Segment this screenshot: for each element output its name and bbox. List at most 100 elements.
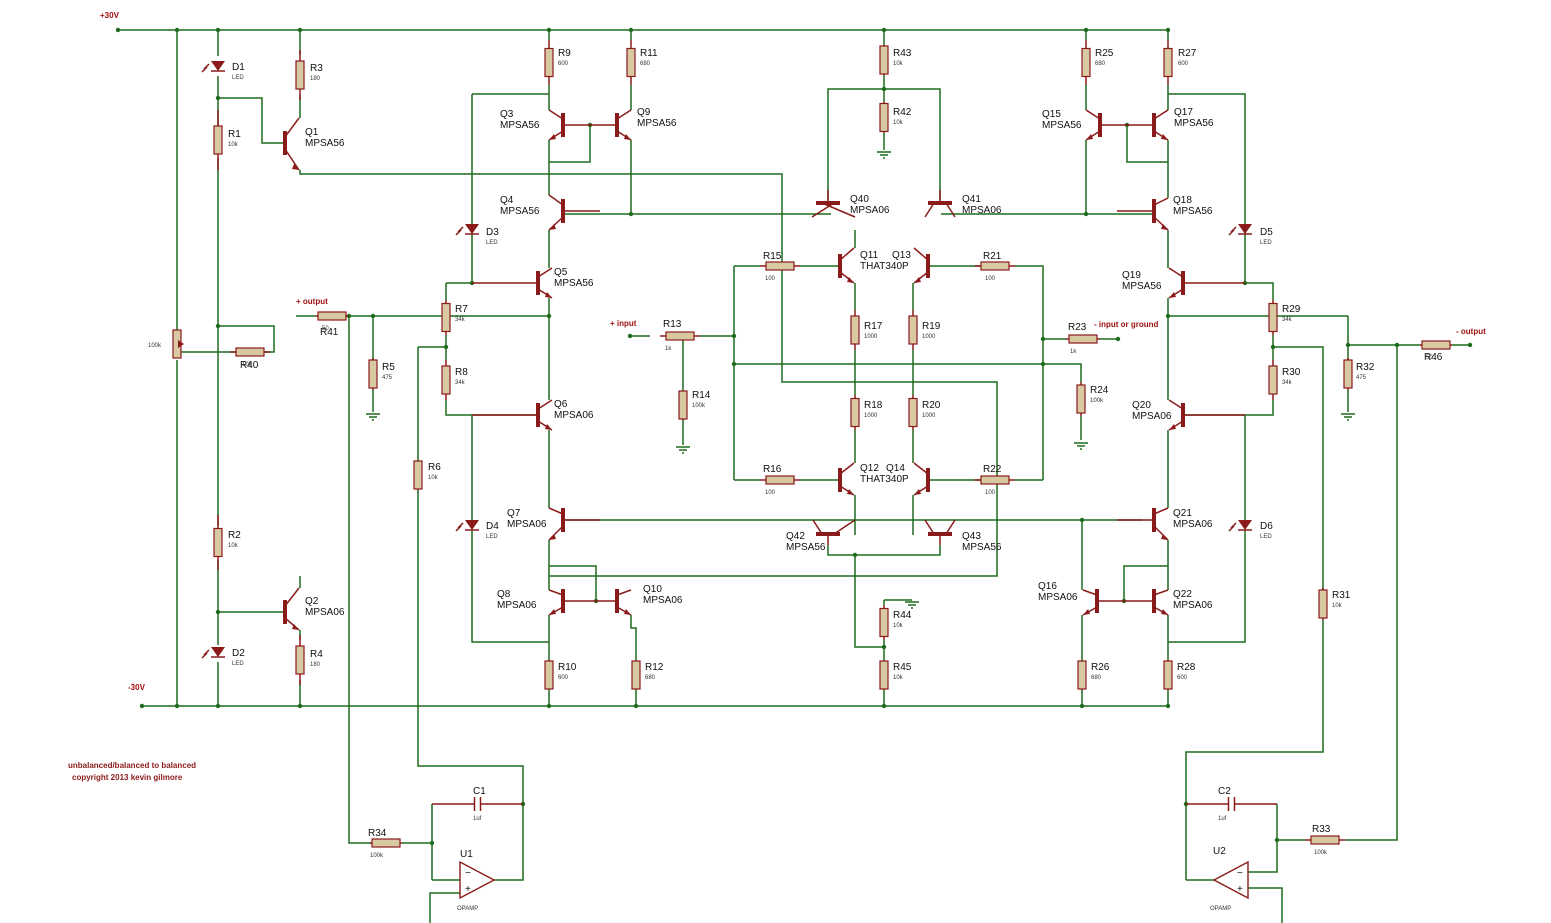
transistor-collector: [1153, 109, 1169, 120]
led-ref: D6: [1260, 521, 1273, 532]
junction: [881, 644, 887, 650]
junction: [881, 703, 887, 709]
transistor-arrow: [1086, 134, 1093, 140]
resistor-value: 10k: [893, 120, 904, 126]
resistor-ref: R2: [228, 530, 241, 541]
opamp-ref: U1: [460, 849, 473, 860]
transistor-arrow: [549, 609, 556, 615]
transistor-part: MPSA06: [962, 205, 1002, 216]
transistor-part: MPSA06: [643, 595, 683, 606]
resistor-body: [544, 660, 554, 690]
resistor-ref: R10: [558, 662, 577, 673]
junction: [852, 552, 858, 558]
resistor-ref: R3: [310, 63, 323, 74]
junction: [633, 703, 639, 709]
transistor-ref: Q12: [860, 463, 879, 474]
resistor-body: [678, 390, 688, 420]
resistor-value: 10k: [228, 142, 239, 148]
transistor-ref: Q1: [305, 127, 319, 138]
wire: [1273, 346, 1324, 590]
transistor-part: MPSA56: [500, 206, 540, 217]
transistor-arrow: [624, 609, 631, 615]
transistor-collector: [548, 194, 564, 206]
transistor-ref: Q40: [850, 194, 869, 205]
note-title: unbalanced/balanced to balanced: [68, 761, 196, 770]
resistor-value: 10k: [893, 61, 904, 67]
transistor-part: MPSA56: [786, 542, 826, 553]
transistor-ref: Q7: [507, 508, 521, 519]
junction: [731, 361, 737, 367]
wire: [1043, 363, 1082, 382]
ground-symbol: [1341, 413, 1355, 421]
resistor-body: [850, 315, 860, 345]
resistor-ref: R21: [983, 251, 1002, 262]
resistor-value: 1000: [922, 413, 936, 419]
resistor-ref: R11: [640, 48, 658, 59]
led-part: LED: [232, 661, 244, 667]
resistor-ref: R9: [558, 48, 571, 59]
transistor-collector: [1153, 197, 1169, 206]
neg-output-label: - output: [1456, 327, 1486, 336]
transistor-part: MPSA56: [500, 120, 540, 131]
transistor-part: MPSA56: [554, 278, 594, 289]
transistor-ref: Q13: [892, 250, 911, 261]
transistor-arrow: [1083, 609, 1090, 615]
wire: [1248, 840, 1278, 873]
junction: [628, 211, 634, 217]
neg-rail-label: -30V: [128, 683, 146, 692]
transistor-part: MPSA06: [305, 607, 345, 618]
resistor-r18: R18 1000: [850, 395, 883, 430]
transistor-ref: Q16: [1038, 581, 1057, 592]
transistor-collector: [284, 117, 300, 138]
led-ref: D2: [232, 648, 245, 659]
resistor-value: 1000: [864, 413, 878, 419]
resistor-body: [1421, 340, 1451, 350]
transistor-part: MPSA56: [305, 138, 345, 149]
led-triangle: [465, 520, 479, 530]
junction: [429, 840, 435, 846]
wire: [1348, 345, 1398, 841]
transistor-collector: [821, 202, 856, 218]
transistor-collector: [284, 587, 300, 607]
led-ref: D5: [1260, 227, 1273, 238]
transistor-part: THAT340P: [860, 261, 909, 272]
opamp-noninverting-mark: +: [465, 884, 471, 895]
resistor-body: [441, 365, 451, 395]
resistor-ref: R12: [645, 662, 664, 673]
resistor-ref: R19: [922, 321, 941, 332]
capacitor-value: 1uf: [473, 816, 482, 822]
resistor-body: [626, 47, 636, 78]
transistor-ref: Q4: [500, 195, 514, 206]
transistor-part: MPSA56: [1122, 281, 1162, 292]
resistor-ref: R34: [368, 828, 387, 839]
transistor-collector: [1153, 589, 1169, 596]
wire: [1168, 93, 1246, 283]
resistor-value: 475: [382, 375, 393, 381]
pos-input-label: + input: [610, 319, 637, 328]
resistor-value: 600: [1178, 61, 1189, 67]
transistor-ref: Q6: [554, 399, 568, 410]
transistor-ref: Q22: [1173, 589, 1192, 600]
opamp-noninverting-mark: +: [1237, 884, 1243, 895]
resistor-ref: R44: [893, 610, 912, 621]
transistor-collector: [537, 267, 553, 278]
wire: [417, 490, 524, 804]
resistor-ref: R18: [864, 400, 883, 411]
